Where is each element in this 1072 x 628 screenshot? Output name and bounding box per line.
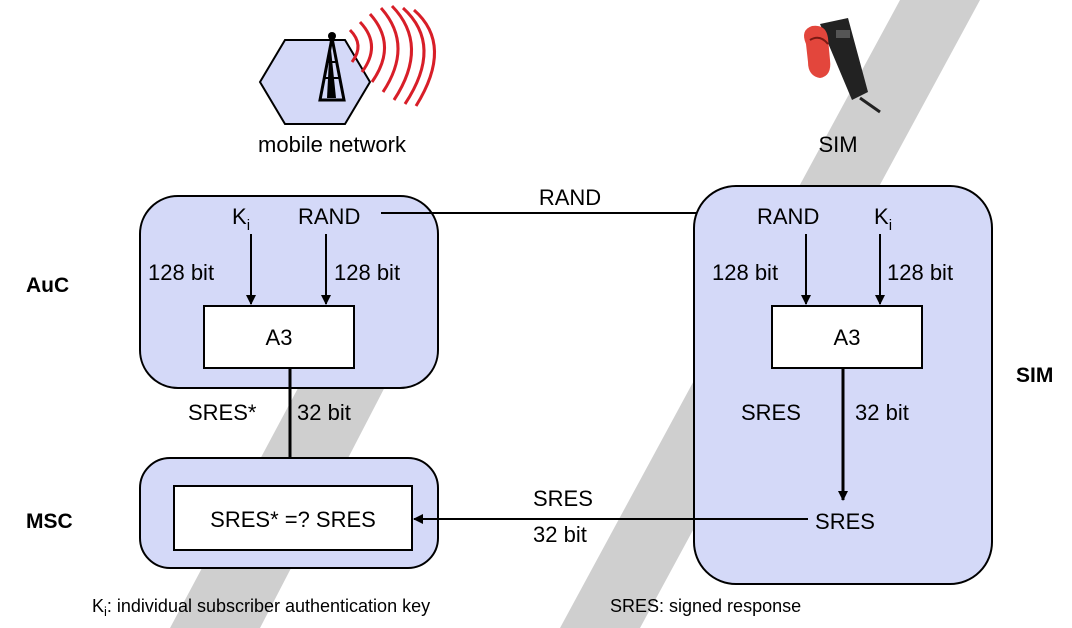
msc-label: MSC — [26, 510, 73, 533]
sim-ki-label: Ki — [874, 204, 892, 234]
auc-ki-bits: 128 bit — [148, 260, 214, 285]
sim-a3-label: A3 — [834, 325, 861, 350]
return-sres-label: SRES — [533, 486, 593, 511]
sim-sres-output: SRES — [815, 509, 875, 534]
legend-ki: Ki: individual subscriber authentication… — [92, 596, 430, 619]
return-sres-bits: 32 bit — [533, 522, 587, 547]
msc-compare-box — [173, 485, 413, 551]
network-tower-icon — [258, 32, 372, 125]
phone-handset-icon — [804, 18, 881, 114]
rand-transfer-label: RAND — [539, 185, 601, 210]
auc-sres-label: SRES* — [188, 400, 257, 425]
msc-compare-label: SRES* =? SRES — [210, 507, 376, 532]
sim-rand-bits: 128 bit — [712, 260, 778, 285]
network-caption: mobile network — [258, 132, 407, 157]
sim-ki-bits: 128 bit — [887, 260, 953, 285]
sim-rand-label: RAND — [757, 204, 819, 229]
auc-a3-box — [203, 305, 355, 369]
sim-sres-bits: 32 bit — [855, 400, 909, 425]
sim-side-label: SIM — [1016, 364, 1053, 387]
auc-sres-bits: 32 bit — [297, 400, 351, 425]
sim-caption: SIM — [818, 132, 857, 157]
auc-ki-label: Ki — [232, 204, 250, 234]
legend-sres: SRES: signed response — [610, 596, 801, 616]
auc-label: AuC — [26, 274, 69, 297]
signal-waves-icon — [348, 4, 436, 107]
auc-a3-label: A3 — [266, 325, 293, 350]
sim-a3-box — [771, 305, 923, 369]
auc-rand-label: RAND — [298, 204, 360, 229]
sim-sres-label: SRES — [741, 400, 801, 425]
auc-rand-bits: 128 bit — [334, 260, 400, 285]
